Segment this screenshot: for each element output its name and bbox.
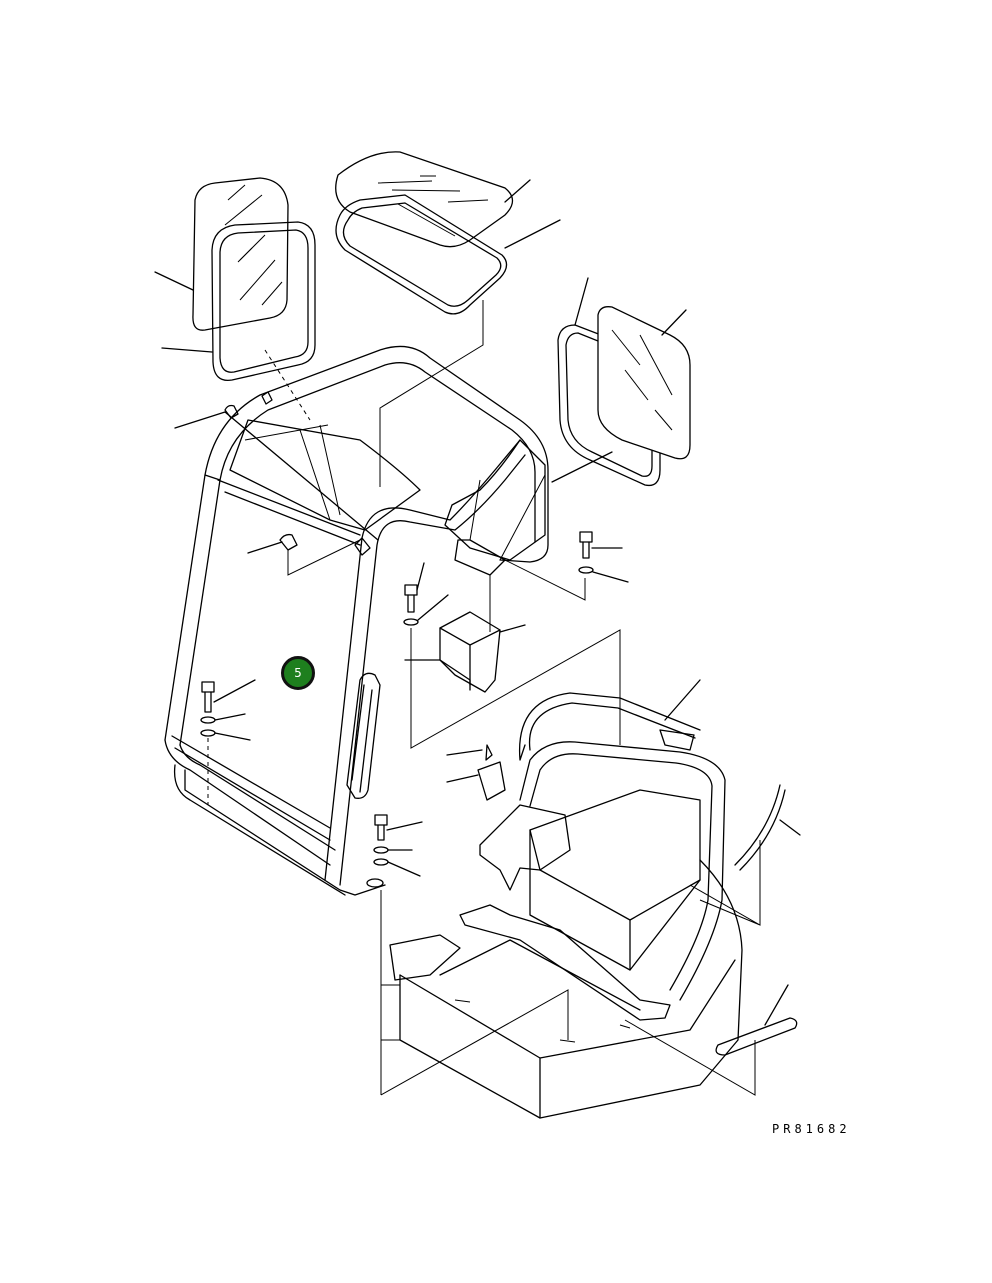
mounting-bolts-left (200, 679, 256, 805)
right-side-glass (597, 306, 691, 460)
cab-frame (164, 345, 549, 896)
right-side-glass-seal (551, 277, 661, 487)
callout-marker[interactable]: 5 (281, 656, 315, 690)
roof-glass (335, 151, 531, 248)
left-side-glass-seal (161, 221, 316, 382)
bracket-assembly (403, 531, 629, 749)
floor-base (380, 679, 801, 1119)
mounting-bolts-front (366, 814, 423, 1095)
left-side-glass (154, 177, 289, 331)
drawing-number: PR81682 (772, 1122, 851, 1136)
